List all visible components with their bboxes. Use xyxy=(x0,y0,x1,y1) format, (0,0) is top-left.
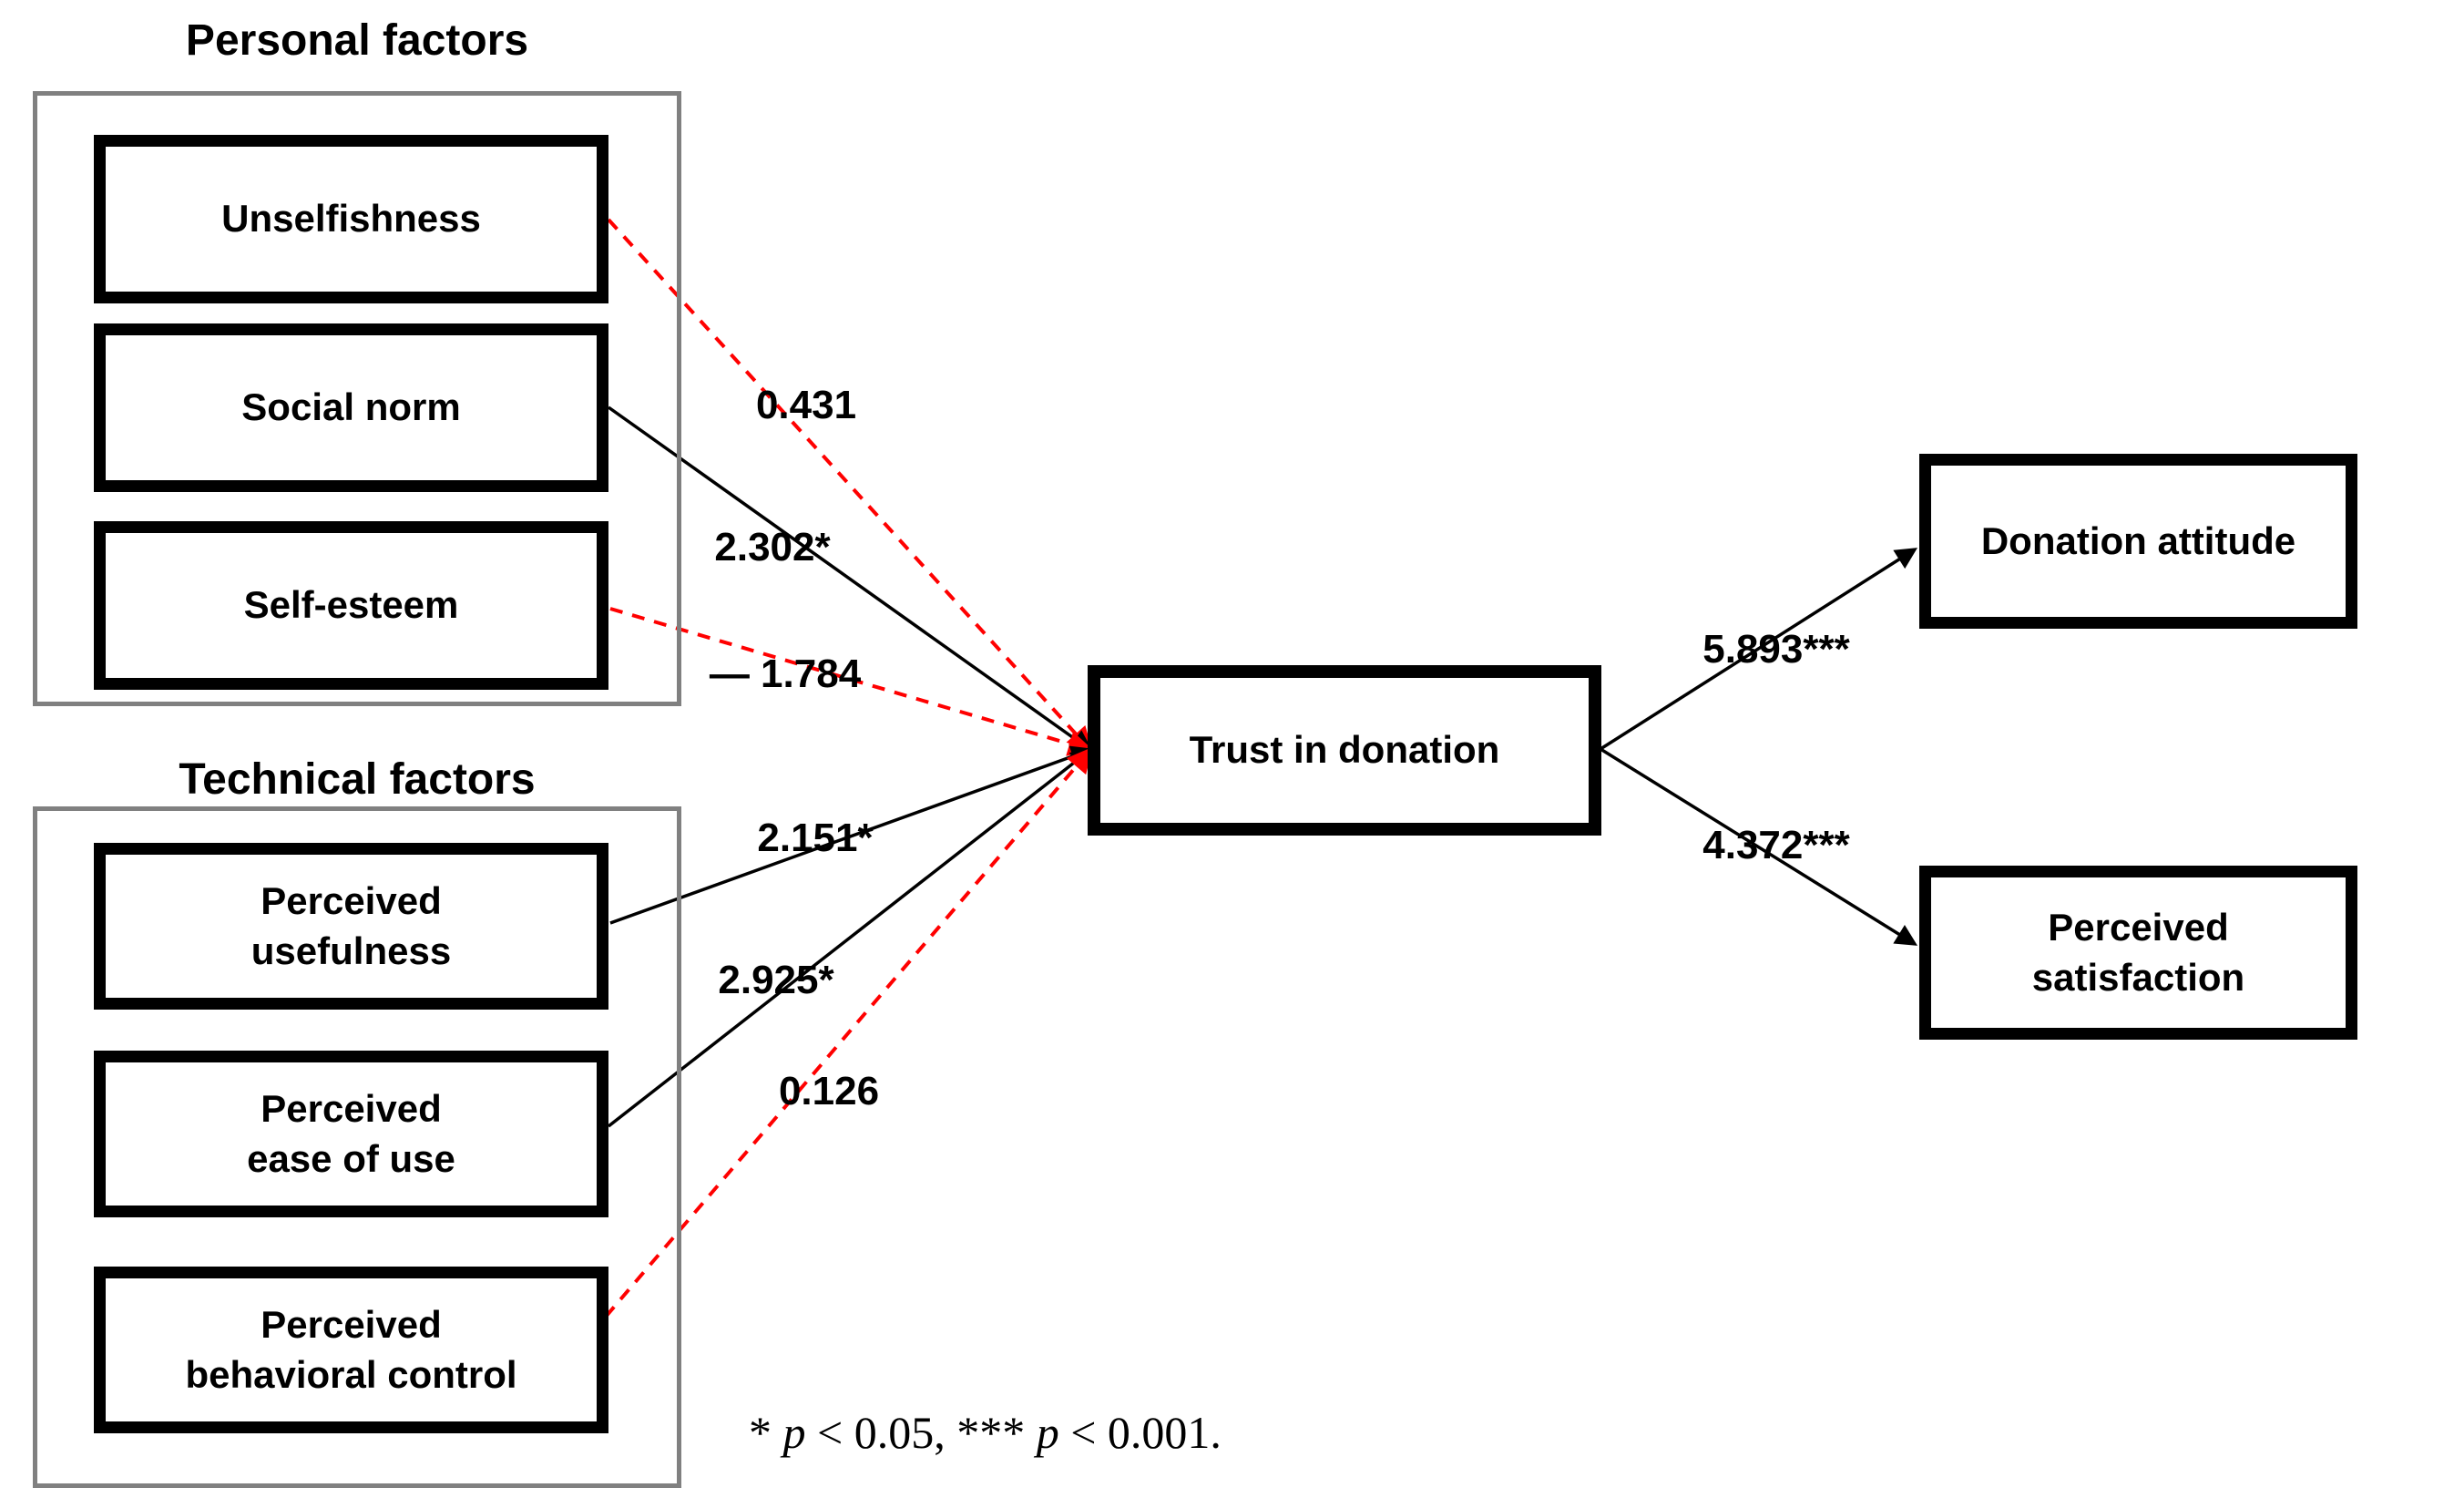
technical-factors-title: Technical factors xyxy=(179,755,536,804)
personal-factors-group-box xyxy=(33,91,681,706)
node-perceived-behavioral-control: Perceived behavioral control xyxy=(94,1267,608,1433)
edge-social-norm-to-trust xyxy=(607,405,1093,753)
coef-perceived-usefulness-trust: 2.151* xyxy=(757,816,874,860)
coef-perceived-ease-of-use-trust: 2.925* xyxy=(718,958,834,1002)
coef-perceived-behavioral-control-trust: 0.126 xyxy=(778,1069,880,1113)
node-perceived-satisfaction: Perceived satisfaction xyxy=(1919,866,2357,1040)
node-perceived-behavioral-control-label: Perceived behavioral control xyxy=(185,1302,517,1396)
node-self-esteem-label: Self-esteem xyxy=(243,583,459,627)
note-mid: < 0.05, *** xyxy=(805,1407,1037,1458)
node-trust-in-donation-label: Trust in donation xyxy=(1189,728,1500,772)
coef-unselfishness-trust: 0.431 xyxy=(755,383,857,427)
coef-trust-perceived-satisfaction: 4.372*** xyxy=(1702,823,1850,867)
technical-factors-group-box xyxy=(33,806,681,1488)
node-perceived-usefulness-label: Perceived usefulness xyxy=(250,878,452,972)
personal-factors-title: Personal factors xyxy=(185,16,529,65)
note-star1: * xyxy=(749,1407,783,1458)
node-perceived-usefulness: Perceived usefulness xyxy=(94,843,608,1010)
node-donation-attitude-label: Donation attitude xyxy=(1980,518,2296,562)
node-self-esteem: Self-esteem xyxy=(94,521,608,690)
node-social-norm: Social norm xyxy=(94,323,608,492)
coef-trust-donation-attitude: 5.893*** xyxy=(1702,627,1850,672)
coef-self-esteem-trust: — 1.784 xyxy=(709,652,862,696)
node-donation-attitude: Donation attitude xyxy=(1919,454,2357,629)
edge-trust-to-perceived-satisfaction xyxy=(1600,747,1918,946)
node-perceived-ease-of-use: Perceived ease of use xyxy=(94,1051,608,1217)
note-p2: p xyxy=(1036,1407,1059,1458)
node-perceived-ease-of-use-label: Perceived ease of use xyxy=(247,1086,455,1180)
node-perceived-satisfaction-label: Perceived satisfaction xyxy=(2031,905,2245,999)
note-end: < 0.001. xyxy=(1058,1407,1222,1458)
coef-social-norm-trust: 2.302* xyxy=(714,525,831,569)
edge-perceived-ease-of-use-to-trust xyxy=(607,747,1093,1128)
edge-self-esteem-to-trust xyxy=(609,607,1095,756)
node-trust-in-donation: Trust in donation xyxy=(1088,665,1601,836)
note-p1: p xyxy=(782,1407,806,1458)
node-social-norm-label: Social norm xyxy=(241,385,461,429)
significance-note: * p < 0.05, *** p < 0.001. xyxy=(749,1405,1222,1460)
edge-unselfishness-to-trust xyxy=(607,218,1093,754)
edge-perceived-behavioral-control-to-trust xyxy=(604,746,1093,1318)
edge-trust-to-donation-attitude xyxy=(1600,548,1918,751)
node-unselfishness-label: Unselfishness xyxy=(221,197,481,241)
edge-perceived-usefulness-to-trust xyxy=(609,745,1094,925)
node-unselfishness: Unselfishness xyxy=(94,135,608,303)
